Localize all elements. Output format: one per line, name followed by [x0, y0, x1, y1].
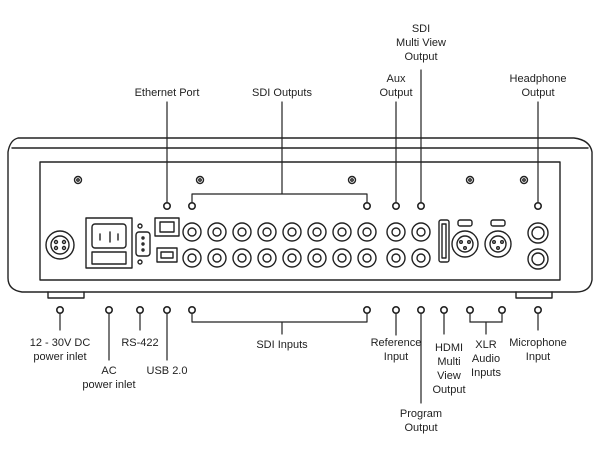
xlr-input-2	[484, 219, 512, 258]
microphone-jack	[527, 248, 549, 270]
reference-input-bnc	[386, 248, 406, 268]
device-feet	[47, 291, 553, 299]
hdmi-connector	[438, 219, 450, 263]
label-ethernet-port: Ethernet Port	[134, 87, 200, 99]
label-reference-input: Reference Input	[370, 337, 422, 363]
program-output-bnc	[411, 248, 431, 268]
label-xlr-audio-inputs: XLR Audio Inputs	[471, 339, 501, 379]
usb-connector	[156, 247, 178, 263]
headphone-jack	[527, 222, 549, 244]
sdi-output-bnc-row	[182, 222, 377, 242]
label-sdi-outputs: SDI Outputs	[252, 87, 312, 99]
device-outline	[7, 137, 593, 293]
label-sdi-inputs: SDI Inputs	[256, 339, 308, 351]
anchor-dots	[55, 202, 542, 314]
label-microphone-input: Microphone Input	[509, 337, 567, 363]
sdi-input-bnc-row	[182, 248, 377, 268]
label-dc-power-inlet: 12 - 30V DC power inlet	[29, 337, 91, 363]
sdi-multiview-bnc	[411, 222, 431, 242]
ethernet-connector	[154, 217, 180, 237]
callout-lines	[59, 69, 539, 404]
rs422-connector	[135, 223, 151, 265]
label-program-output: Program Output	[399, 408, 443, 434]
aux-output-bnc	[386, 222, 406, 242]
label-rs422: RS-422	[121, 337, 159, 349]
label-headphone-output: Headphone Output	[509, 73, 567, 99]
label-aux-output: Aux Output	[379, 73, 413, 99]
xlr-input-1	[451, 219, 479, 258]
screws	[73, 175, 529, 185]
dc-power-connector	[45, 230, 75, 260]
label-ac-power-inlet: AC power inlet	[82, 365, 136, 391]
label-sdi-multiview-output: SDI Multi View Output	[396, 23, 446, 63]
ac-power-connector	[85, 217, 133, 269]
label-usb: USB 2.0	[146, 365, 188, 377]
label-hdmi-multiview-output: HDMI Multi View Output	[432, 342, 466, 396]
rear-panel-face	[39, 161, 561, 281]
